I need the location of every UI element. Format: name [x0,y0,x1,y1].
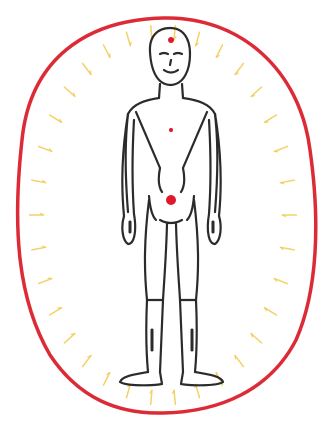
ray-tick [91,71,92,75]
ray-line [64,334,74,343]
left-eye [160,53,168,54]
ray-tick [48,278,52,279]
ray-line [83,63,91,74]
ray-line [251,334,261,343]
ray-line [127,32,131,45]
right-eye [174,53,182,54]
forehead-point [168,37,174,43]
ray-tick [274,151,278,152]
ray-line [64,87,74,96]
ray-line [83,356,91,367]
nose [170,60,171,65]
ray-line [265,308,277,315]
torso [126,98,218,212]
ray-line [235,63,243,74]
ray-tick [235,356,236,360]
left-leg [145,200,167,372]
ray-line [39,279,52,284]
human-figure [120,28,223,385]
ray-line [104,45,110,58]
chest-lines [136,112,207,192]
aura-outline [18,18,316,413]
ray-line [265,115,277,122]
ray-line [280,180,294,183]
ray-line [32,247,46,250]
left-foot [120,372,162,385]
ray-line [50,115,62,122]
head [150,28,190,85]
ray-line [235,356,243,367]
mouth [164,70,178,73]
ray-line [50,308,62,315]
shading-marks [130,222,213,350]
right-leg [176,200,198,372]
ray-tick [280,183,284,184]
ray-line [251,87,261,96]
ray-tick [130,42,131,46]
navel-point [166,195,176,205]
ray-tick [42,246,46,247]
ray-line [174,390,175,404]
ray-line [274,146,287,151]
chest-point [169,128,173,132]
